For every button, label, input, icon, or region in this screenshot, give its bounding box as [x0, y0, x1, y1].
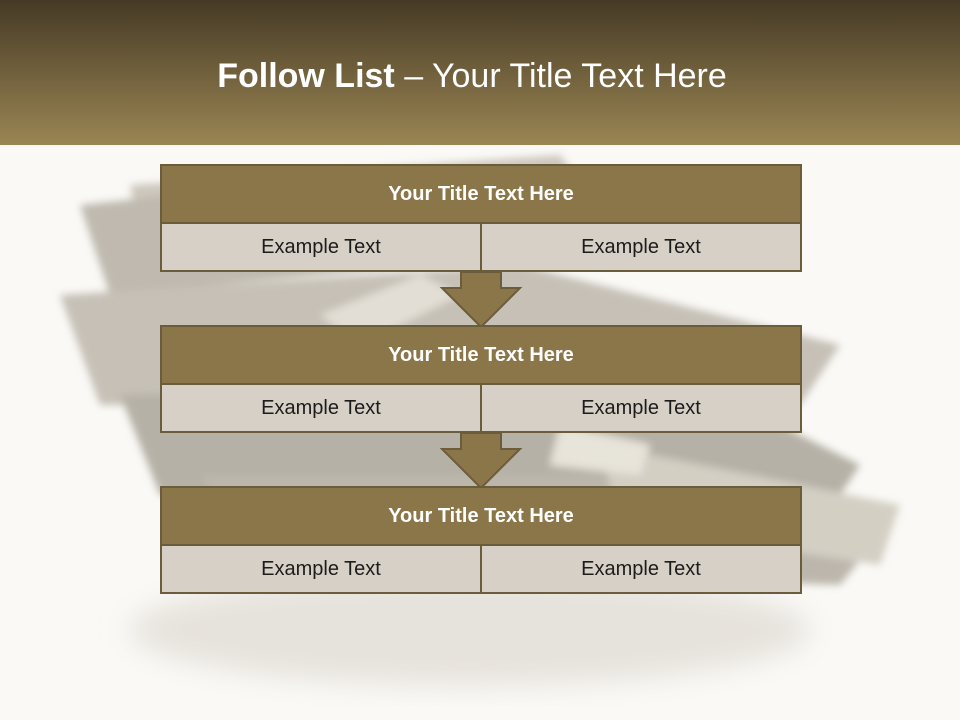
- page-title: Follow List – Your Title Text Here: [0, 52, 944, 100]
- step-title: Your Title Text Here: [162, 488, 800, 546]
- title-rest: – Your Title Text Here: [394, 57, 727, 95]
- step-title: Your Title Text Here: [162, 327, 800, 385]
- step-cell-right: Example Text: [480, 546, 800, 592]
- step-row: Example Text Example Text: [162, 546, 800, 592]
- flow-step-3: Your Title Text Here Example Text Exampl…: [160, 486, 802, 594]
- step-cell-left: Example Text: [162, 385, 480, 431]
- down-arrow-icon: [439, 432, 523, 490]
- step-cell-left: Example Text: [162, 224, 480, 270]
- step-row: Example Text Example Text: [162, 224, 800, 270]
- title-bold: Follow List: [217, 57, 395, 95]
- step-cell-right: Example Text: [480, 385, 800, 431]
- step-cell-right: Example Text: [480, 224, 800, 270]
- flow-step-1: Your Title Text Here Example Text Exampl…: [160, 164, 802, 272]
- down-arrow-icon: [439, 271, 523, 329]
- step-title: Your Title Text Here: [162, 166, 800, 224]
- header-banner: Follow List – Your Title Text Here: [0, 0, 960, 145]
- flow-step-2: Your Title Text Here Example Text Exampl…: [160, 325, 802, 433]
- step-row: Example Text Example Text: [162, 385, 800, 431]
- step-cell-left: Example Text: [162, 546, 480, 592]
